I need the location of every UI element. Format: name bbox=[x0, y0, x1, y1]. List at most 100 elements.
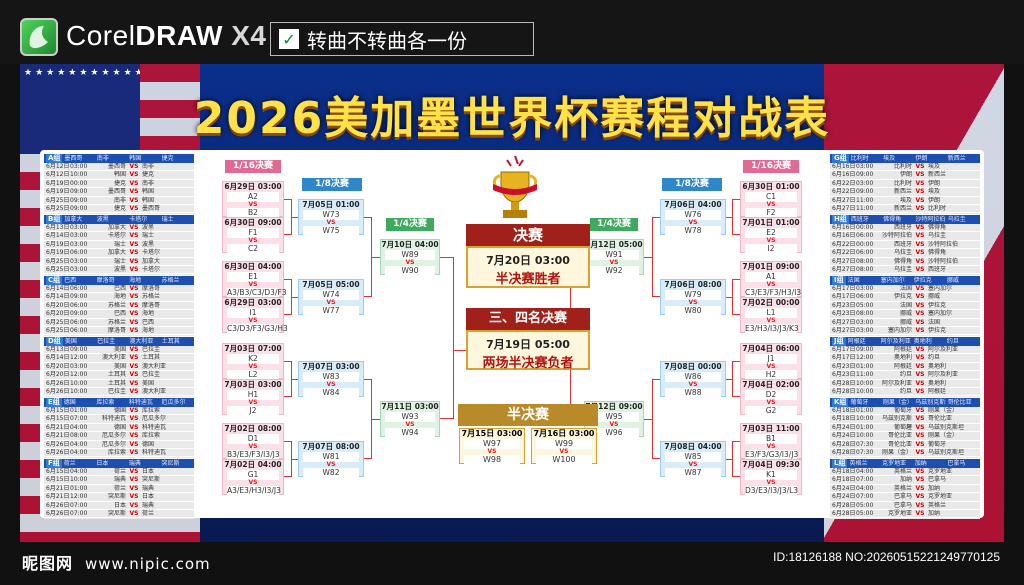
vs-label: VS bbox=[915, 232, 925, 240]
away-team: 法国 bbox=[928, 318, 941, 326]
group-team: 阿根廷 bbox=[847, 338, 866, 345]
match-time: 12:00 bbox=[70, 371, 88, 379]
group-name: H组 bbox=[832, 215, 849, 224]
match-time: 10:00 bbox=[856, 415, 874, 423]
trophy-icon bbox=[493, 155, 537, 218]
team-slot: A1 bbox=[745, 272, 797, 282]
match-datetime: 7月06日 04:00 bbox=[664, 200, 722, 209]
home-team: 比利时 bbox=[893, 163, 912, 170]
match-date: 6月19日 bbox=[46, 249, 70, 257]
match-datetime: 7月16日 03:00 bbox=[533, 429, 595, 438]
group-team: 库拉索 bbox=[96, 399, 115, 406]
match-time: 06:00 bbox=[70, 285, 88, 292]
home-team: 突尼斯 bbox=[107, 493, 126, 501]
away-team: 乌兹别克斯坦 bbox=[928, 423, 965, 431]
match-time: 03:00 bbox=[70, 224, 88, 231]
away-team: 乌兹别克斯坦 bbox=[928, 448, 965, 456]
bracket-connector bbox=[292, 459, 298, 460]
vs-label: VS bbox=[766, 479, 776, 486]
group-team: 伊拉克 bbox=[913, 277, 932, 284]
away-team: 苏格兰 bbox=[142, 293, 161, 301]
group-name: I组 bbox=[832, 276, 846, 285]
match-date: 6月26日 bbox=[46, 440, 70, 448]
group-team: 苏格兰 bbox=[161, 277, 180, 284]
semifinal-heading: 半决赛 bbox=[458, 404, 598, 426]
vs-label: VS bbox=[915, 310, 925, 318]
team-slot: W77 bbox=[303, 306, 359, 316]
match-time: 03:00 bbox=[70, 362, 88, 370]
team-slot: K1 bbox=[745, 470, 797, 480]
match-date: 6月25日 bbox=[46, 318, 70, 326]
team-slot: C2 bbox=[227, 244, 279, 254]
vs-label: VS bbox=[915, 423, 925, 431]
vs-label: VS bbox=[129, 468, 139, 475]
away-team: 伊朗 bbox=[928, 179, 941, 187]
bracket-connector bbox=[726, 297, 732, 298]
match-date: 6月26日 bbox=[46, 501, 70, 509]
away-team: 克罗地亚 bbox=[928, 493, 953, 501]
match-time: 11:00 bbox=[856, 204, 874, 212]
group-team: 乌兹别克斯坦 bbox=[915, 399, 946, 406]
away-team: 加纳 bbox=[928, 509, 941, 517]
team-slot: W94 bbox=[385, 428, 435, 438]
team-slot: W82 bbox=[303, 468, 359, 478]
match-datetime: 7月02日 04:00 bbox=[224, 460, 282, 469]
away-team: 巴西 bbox=[142, 318, 155, 326]
group-name: L组 bbox=[832, 459, 848, 468]
match-datetime: 6月30日 09:00 bbox=[224, 218, 282, 227]
vs-label: VS bbox=[915, 362, 925, 370]
group-header: F组荷兰日本瑞典突尼斯 bbox=[44, 459, 194, 468]
home-team: 库拉索 bbox=[107, 448, 126, 456]
match-time: 06:00 bbox=[70, 326, 88, 334]
group-header: B组加拿大波黑卡塔尔瑞士 bbox=[44, 215, 194, 224]
match-time: 09:00 bbox=[70, 346, 88, 353]
home-team: 新西兰 bbox=[893, 204, 912, 212]
vs-label: VS bbox=[487, 448, 497, 455]
team-slot: K2 bbox=[227, 354, 279, 364]
match-time: 12:00 bbox=[70, 493, 88, 501]
group-team: 约旦 bbox=[946, 338, 959, 345]
vs-label: VS bbox=[915, 484, 925, 492]
away-team: 美国 bbox=[142, 379, 155, 387]
group-team: 澳大利亚 bbox=[129, 338, 154, 345]
away-team: 挪威 bbox=[928, 293, 941, 301]
vs-label: VS bbox=[915, 265, 925, 273]
match-time: 08:00 bbox=[70, 432, 88, 440]
match-time: 10:00 bbox=[70, 171, 88, 179]
round-heading: 1/8决赛 bbox=[662, 178, 722, 191]
match-date: 6月28日 bbox=[832, 387, 856, 395]
match-datetime: 7月03日 03:00 bbox=[224, 380, 282, 389]
match-time: 08:00 bbox=[856, 257, 874, 265]
away-team: 哥伦比亚 bbox=[928, 415, 953, 423]
team-slot: W79 bbox=[665, 290, 721, 300]
away-team: 日本 bbox=[142, 493, 155, 501]
match-date: 6月17日 bbox=[832, 293, 856, 301]
vs-label: VS bbox=[915, 318, 925, 326]
match-datetime: 6月30日 04:00 bbox=[224, 262, 282, 271]
match-date: 6月15日 bbox=[46, 476, 70, 484]
home-team: 阿根廷 bbox=[893, 346, 912, 353]
vs-label: VS bbox=[248, 281, 258, 288]
match-time: 03:00 bbox=[856, 285, 874, 292]
software-name: CorelDRAW X4 bbox=[66, 20, 267, 51]
vs-label: VS bbox=[129, 371, 139, 379]
